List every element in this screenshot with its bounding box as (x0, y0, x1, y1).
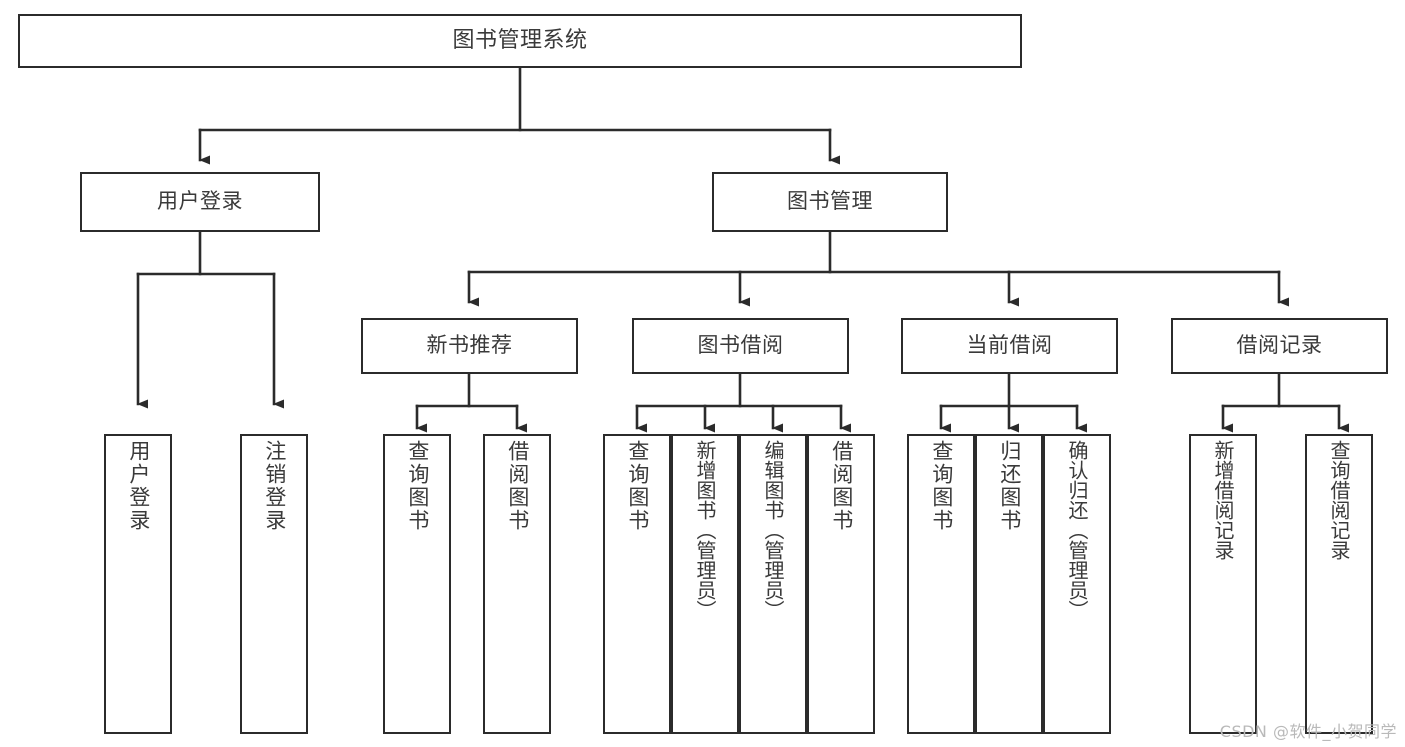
leaf-node-query-book-1[interactable]: 查询图书 (383, 434, 451, 734)
node-borrow-record[interactable]: 借阅记录 (1171, 318, 1388, 374)
node-book-manage[interactable]: 图书管理 (712, 172, 948, 232)
leaf-node-add-record[interactable]: 新增借阅记录 (1189, 434, 1257, 734)
leaf-node-logout[interactable]: 注销登录 (240, 434, 308, 734)
node-label: 新书推荐 (426, 333, 513, 358)
node-label: 用户登录 (126, 440, 151, 532)
node-label: 查询图书 (929, 440, 954, 532)
leaf-node-edit-book[interactable]: 编辑图书（管理员） (739, 434, 807, 734)
leaf-node-borrow-book-2[interactable]: 借阅图书 (807, 434, 875, 734)
csdn-watermark: CSDN @软件_小贺同学 (1219, 722, 1397, 741)
node-label: 借阅图书 (829, 440, 854, 532)
node-new-book-recommendation[interactable]: 新书推荐 (361, 318, 578, 374)
node-label: 确认归还（管理员） (1065, 440, 1089, 620)
leaf-node-confirm-return[interactable]: 确认归还（管理员） (1043, 434, 1111, 734)
node-label: 归还图书 (997, 440, 1022, 532)
node-label: 新增借阅记录 (1211, 440, 1235, 560)
node-label: 查询图书 (625, 440, 650, 532)
node-label: 查询借阅记录 (1327, 440, 1351, 560)
node-user-login[interactable]: 用户登录 (80, 172, 320, 232)
node-label: 借阅记录 (1236, 333, 1323, 358)
leaf-node-return-book[interactable]: 归还图书 (975, 434, 1043, 734)
node-label: 图书借阅 (697, 333, 784, 358)
leaf-node-add-book[interactable]: 新增图书（管理员） (671, 434, 739, 734)
node-current-borrow[interactable]: 当前借阅 (901, 318, 1118, 374)
leaf-node-query-record[interactable]: 查询借阅记录 (1305, 434, 1373, 734)
node-label: 借阅图书 (505, 440, 530, 532)
node-root-system[interactable]: 图书管理系统 (18, 14, 1022, 68)
node-label: 新增图书（管理员） (693, 440, 717, 620)
node-label: 图书管理系统 (452, 27, 588, 53)
node-label: 查询图书 (405, 440, 430, 532)
node-label: 用户登录 (157, 189, 243, 214)
node-label: 图书管理 (787, 189, 873, 214)
leaf-node-user-login[interactable]: 用户登录 (104, 434, 172, 734)
node-label: 当前借阅 (966, 333, 1053, 358)
leaf-node-borrow-book-1[interactable]: 借阅图书 (483, 434, 551, 734)
node-label: 注销登录 (262, 440, 287, 532)
leaf-node-query-book-3[interactable]: 查询图书 (907, 434, 975, 734)
node-label: 编辑图书（管理员） (761, 440, 785, 620)
node-book-borrow[interactable]: 图书借阅 (632, 318, 849, 374)
leaf-node-query-book-2[interactable]: 查询图书 (603, 434, 671, 734)
